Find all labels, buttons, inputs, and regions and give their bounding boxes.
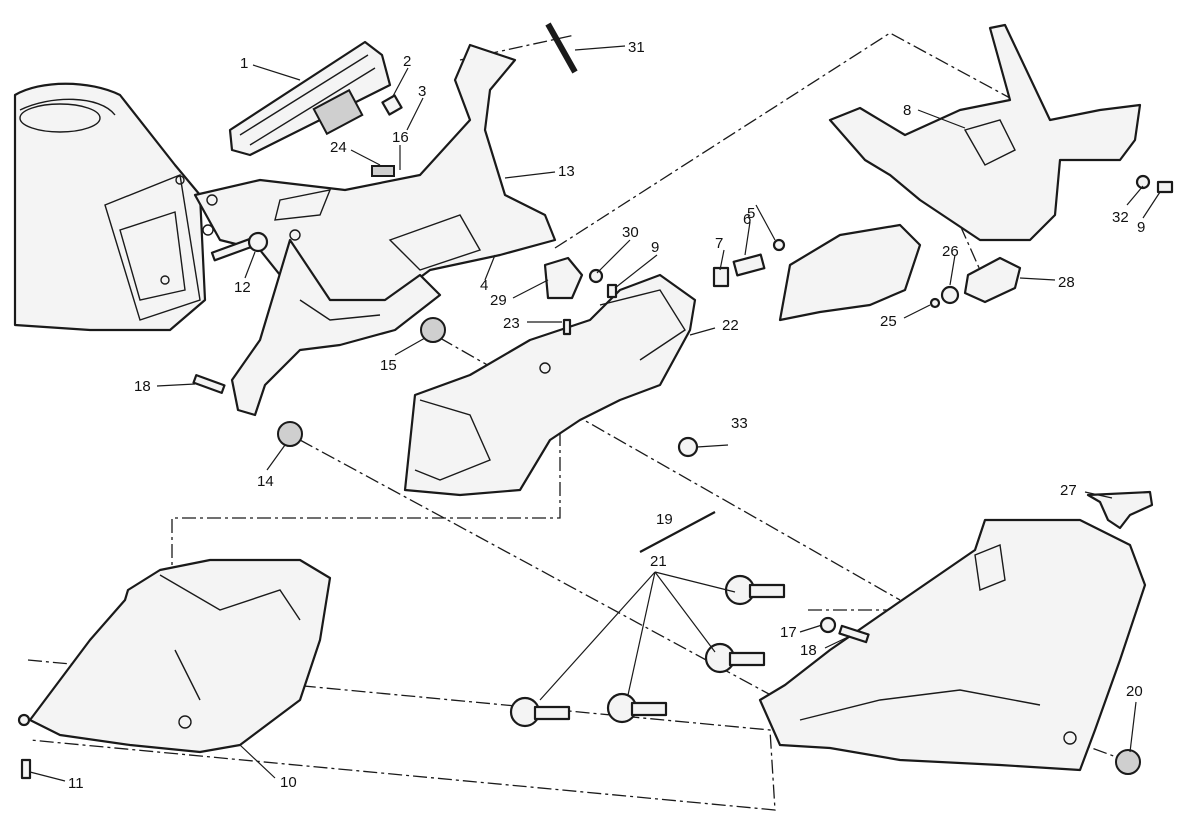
callout-18-left: 18 <box>134 378 151 395</box>
lower-fairing-right-part <box>758 518 1147 772</box>
callout-25: 25 <box>880 313 897 330</box>
callout-22: 22 <box>722 317 739 334</box>
callout-3: 3 <box>418 83 426 100</box>
callout-23: 23 <box>503 315 520 332</box>
callout-16: 16 <box>392 129 409 146</box>
callout-11: 11 <box>68 775 84 792</box>
leader-lines <box>29 45 1161 782</box>
bulbs <box>509 574 786 728</box>
callout-33: 33 <box>731 415 748 432</box>
callout-18-right: 18 <box>800 642 817 659</box>
callout-20: 20 <box>1126 683 1143 700</box>
callout-9-center: 9 <box>651 239 659 256</box>
lower-arm-part <box>230 238 442 417</box>
callout-17: 17 <box>780 624 797 641</box>
callout-31: 31 <box>628 39 645 56</box>
callout-24: 24 <box>330 139 347 156</box>
lower-fairing-left-part <box>28 558 332 754</box>
callout-26: 26 <box>942 243 959 260</box>
callout-4: 4 <box>480 277 488 294</box>
callout-labels: 1 2 3 4 5 6 7 8 9 9 10 11 12 13 14 15 16… <box>68 39 1145 792</box>
upper-fairing-right-part <box>778 23 1142 322</box>
callout-6: 6 <box>743 211 751 228</box>
callout-29: 29 <box>490 292 507 309</box>
callout-5: 5 <box>747 205 755 222</box>
instrument-cluster-part <box>228 40 392 157</box>
callout-32: 32 <box>1112 209 1129 226</box>
callout-10: 10 <box>280 774 297 791</box>
callout-15: 15 <box>380 357 397 374</box>
callout-19: 19 <box>656 511 673 528</box>
callout-13: 13 <box>558 163 575 180</box>
frame-part <box>13 82 207 332</box>
callout-9-right: 9 <box>1137 219 1145 236</box>
callout-14: 14 <box>257 473 274 490</box>
callout-30: 30 <box>622 224 639 241</box>
callout-2: 2 <box>403 53 411 70</box>
callout-21: 21 <box>650 553 667 570</box>
callout-7: 7 <box>715 235 723 252</box>
inner-fairing-left-part <box>403 273 697 497</box>
callout-28: 28 <box>1058 274 1075 291</box>
callout-1: 1 <box>240 55 248 72</box>
callout-27: 27 <box>1060 482 1077 499</box>
callout-8: 8 <box>903 102 911 119</box>
hardware-parts <box>17 94 1174 780</box>
callout-12: 12 <box>234 279 251 296</box>
